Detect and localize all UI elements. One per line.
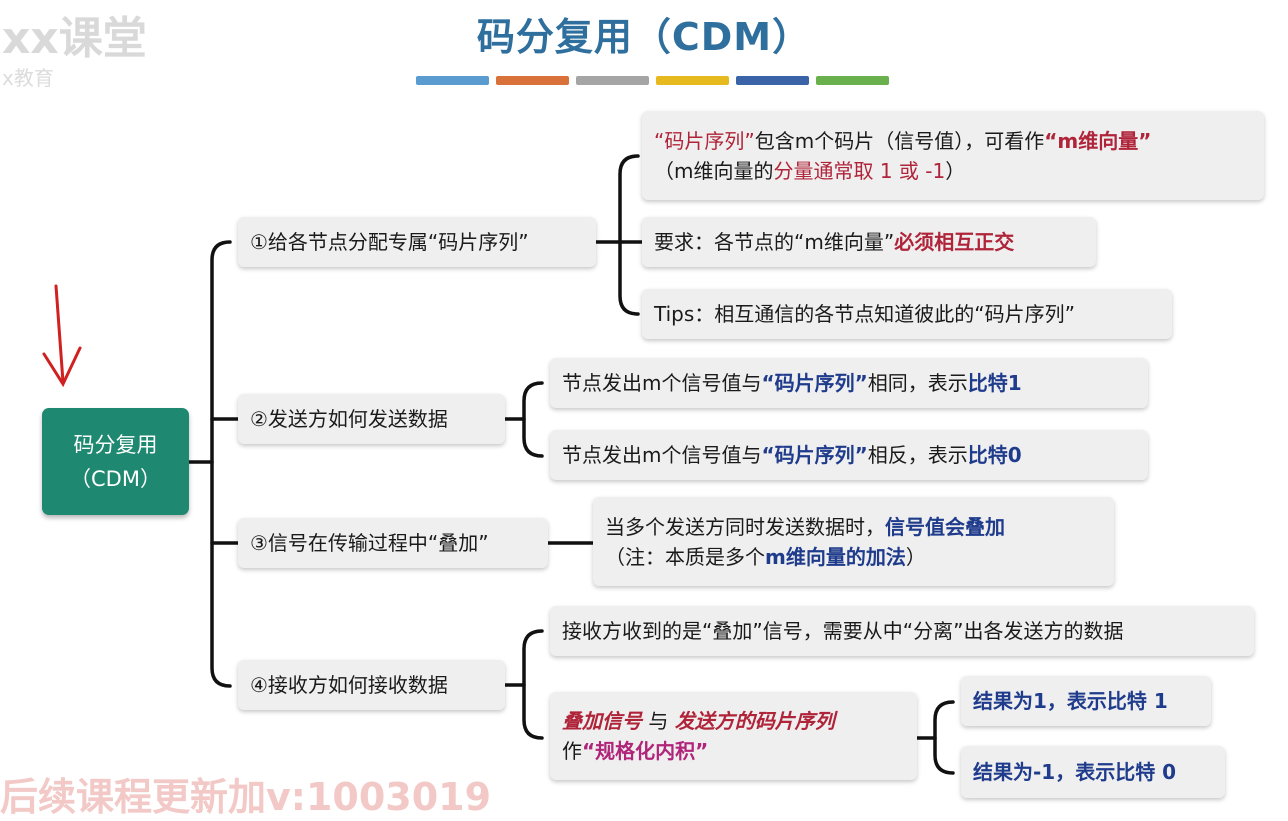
main-trunk xyxy=(210,240,232,688)
b1c1-chip-sequence-term: “码片序列” xyxy=(654,128,755,153)
b4r2-text: 结果为-1，表示比特 0 xyxy=(973,760,1177,784)
branch-2-how-sender-sends: ②发送方如何发送数据 xyxy=(238,394,505,444)
watermark-bottom-text: 后续课程更新加v:1003019 xyxy=(0,775,492,819)
b1c1-text3: ） xyxy=(945,158,966,183)
root-line1: 码分复用 xyxy=(73,432,158,457)
stripe-6 xyxy=(816,76,889,85)
b1c2-line: 要求：各节点的“m维向量”必须相互正交 xyxy=(654,227,1084,257)
b4-receiver-separates-data: 接收方收到的是“叠加”信号，需要从中“分离”出各发送方的数据 xyxy=(550,606,1254,656)
root-node-cdm: 码分复用 （CDM） xyxy=(42,408,189,515)
b2c1-text: 节点发出m个信号值与 xyxy=(562,371,762,395)
b1c1-text: 包含m个码片（信号值），可看作 xyxy=(754,128,1045,153)
b4r1-text: 结果为1，表示比特 1 xyxy=(973,689,1168,713)
stripe-2 xyxy=(496,76,569,85)
b2c1-chip-sequence-term: “码片序列” xyxy=(761,371,868,395)
b2c2-line: 节点发出m个信号值与“码片序列”相反，表示比特0 xyxy=(562,440,1136,470)
b4c2-line2: 作“规格化内积” xyxy=(562,736,905,766)
branch-1-label: ①给各节点分配专属“码片序列” xyxy=(250,230,529,254)
watermark-logo-subtext: x教育 xyxy=(2,66,54,90)
b2c1-line: 节点发出m个信号值与“码片序列”相同，表示比特1 xyxy=(562,368,1136,398)
mindmap-connectors xyxy=(187,154,955,775)
b3c1-text: 当多个发送方同时发送数据时， xyxy=(605,514,885,539)
red-arrow-annotation xyxy=(42,284,82,388)
b2-same-means-bit-1: 节点发出m个信号值与“码片序列”相同，表示比特1 xyxy=(550,358,1148,408)
b4c2-results-bracket xyxy=(933,700,955,775)
watermark-logo-text: xx课堂 xyxy=(2,13,147,64)
b1-tips: Tips：相互通信的各节点知道彼此的“码片序列” xyxy=(642,289,1172,339)
branch-1-assign-chip-sequence: ①给各节点分配专属“码片序列” xyxy=(238,217,596,267)
branch-3-label: ③信号在传输过程中“叠加” xyxy=(250,531,489,555)
b1-orthogonal-requirement: 要求：各节点的“m维向量”必须相互正交 xyxy=(642,217,1096,267)
b4c2-and: 与 xyxy=(642,709,675,733)
b4c2-superimposed-signal: 叠加信号 xyxy=(562,709,642,733)
stripe-3 xyxy=(576,76,649,85)
branch-3-signal-superposition: ③信号在传输过程中“叠加” xyxy=(238,518,548,568)
b2-children-bracket xyxy=(522,381,544,458)
b4-normalized-inner-product: 叠加信号 与 发送方的码片序列 作“规格化内积” xyxy=(550,692,917,780)
b3c1-line2: （注：本质是多个m维向量的加法） xyxy=(605,542,1102,572)
branch-4-label: ④接收方如何接收数据 xyxy=(250,673,448,697)
b2c2-text: 节点发出m个信号值与 xyxy=(562,443,762,467)
b4-result-bit-0: 结果为-1，表示比特 0 xyxy=(961,746,1225,798)
b3c1-note: （注：本质是多个 xyxy=(605,544,765,569)
title-color-stripes xyxy=(416,76,889,85)
root-line2: （CDM） xyxy=(70,466,161,491)
b1c1-line1: “码片序列”包含m个码片（信号值），可看作“m维向量” xyxy=(654,126,1252,156)
b1c1-line2: （m维向量的分量通常取 1 或 -1） xyxy=(654,156,1252,186)
b3c1-line1: 当多个发送方同时发送数据时，信号值会叠加 xyxy=(605,512,1102,542)
b4c2-do: 作 xyxy=(562,739,582,763)
b1c3-text: Tips：相互通信的各节点知道彼此的“码片序列” xyxy=(654,302,1075,326)
b4c1-text: 接收方收到的是“叠加”信号，需要从中“分离”出各发送方的数据 xyxy=(562,619,1124,643)
b3c1-vector-addition: m维向量的加法 xyxy=(765,544,906,569)
b2c2-text2: 相反，表示 xyxy=(867,443,968,467)
b2c1-bit-1: 比特1 xyxy=(967,371,1022,395)
b2c2-bit-0: 比特0 xyxy=(967,443,1022,467)
b1-chip-sequence-definition: “码片序列”包含m个码片（信号值），可看作“m维向量” （m维向量的分量通常取 … xyxy=(642,111,1264,200)
stripe-1 xyxy=(416,76,489,85)
b4c2-sender-chip-sequence: 发送方的码片序列 xyxy=(674,709,835,733)
b3c1-signal-superimposed: 信号值会叠加 xyxy=(885,514,1005,539)
b2c2-chip-sequence-term: “码片序列” xyxy=(761,443,868,467)
b4c2-line1: 叠加信号 与 发送方的码片序列 xyxy=(562,706,905,736)
stripe-4 xyxy=(656,76,729,85)
b4c2-normalized-inner-product-term: “规格化内积” xyxy=(582,739,709,763)
b2c1-text2: 相同，表示 xyxy=(867,371,968,395)
b4-result-bit-1: 结果为1，表示比特 1 xyxy=(961,676,1211,726)
b1-children-bracket xyxy=(618,154,640,316)
b3-signals-superimpose: 当多个发送方同时发送数据时，信号值会叠加 （注：本质是多个m维向量的加法） xyxy=(593,497,1114,586)
b1c2-must-be-orthogonal: 必须相互正交 xyxy=(894,230,1015,254)
b1c1-text2: （m维向量的 xyxy=(654,158,774,183)
stripe-5 xyxy=(736,76,809,85)
b4-children-bracket xyxy=(522,629,544,740)
branch-2-label: ②发送方如何发送数据 xyxy=(250,407,448,431)
b1c1-component-values: 分量通常取 1 或 -1 xyxy=(773,158,946,183)
b1c2-text: 要求：各节点的“m维向量” xyxy=(654,230,895,254)
b1c1-m-dim-vector-term: “m维向量” xyxy=(1044,128,1152,153)
b3c1-close-paren: ） xyxy=(905,544,926,569)
page-title: 码分复用（CDM） xyxy=(476,15,812,59)
b2-opposite-means-bit-0: 节点发出m个信号值与“码片序列”相反，表示比特0 xyxy=(550,430,1148,480)
branch-4-how-receiver-receives: ④接收方如何接收数据 xyxy=(238,660,505,710)
